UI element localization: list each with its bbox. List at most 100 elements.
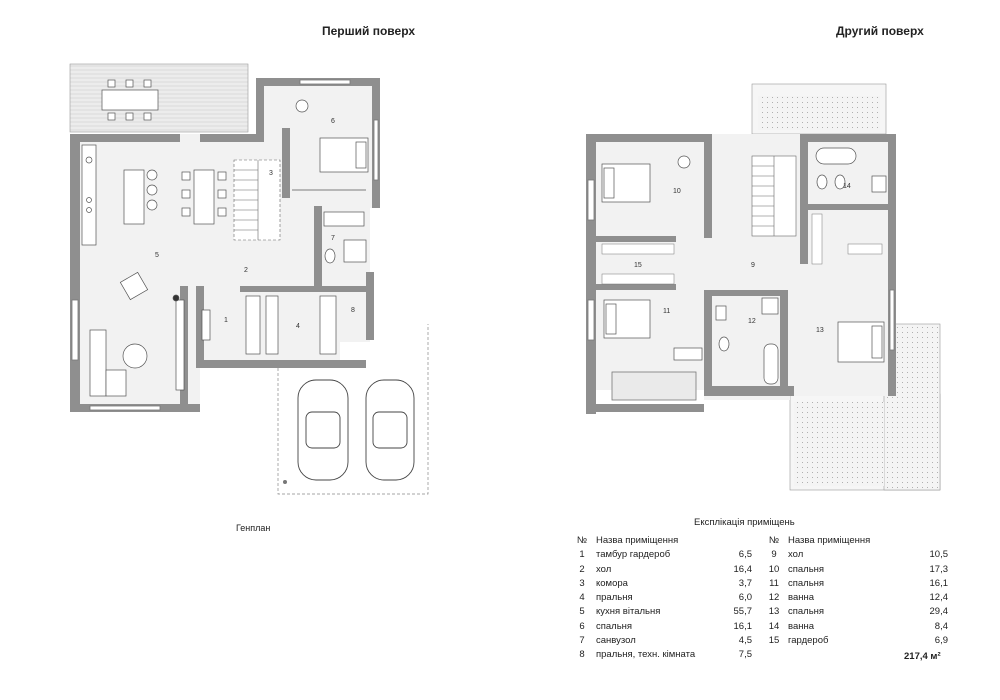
bathroom-fixtures-first xyxy=(323,211,367,264)
second-floor-area xyxy=(586,134,896,400)
room-number: 15 xyxy=(768,635,780,647)
room-name: ванна xyxy=(788,620,814,632)
room-label-12: 12 xyxy=(748,318,756,325)
room-number: 10 xyxy=(768,563,780,575)
header-name: Назва приміщення xyxy=(788,535,871,546)
room-name: ванна xyxy=(788,592,814,604)
room-area: 55,7 xyxy=(733,606,753,618)
room-area: 16,4 xyxy=(733,563,753,575)
room-label-2: 2 xyxy=(244,267,248,274)
windows-first-floor xyxy=(71,79,379,411)
table-row: 15 гардероб 6,9 xyxy=(764,634,948,648)
room-area: 3,7 xyxy=(738,577,752,589)
room-name: спальня xyxy=(596,620,633,632)
room-number: 11 xyxy=(769,577,779,589)
room-name: пральня xyxy=(596,592,633,604)
first-floor-title: Перший поверх xyxy=(322,24,416,38)
walls-second-floor xyxy=(586,134,896,414)
room-number: 5 xyxy=(579,606,585,618)
room-name: спальня xyxy=(788,577,825,589)
room-label-15: 15 xyxy=(634,262,642,269)
room-area: 29,4 xyxy=(929,606,949,618)
bedroom-10-furniture xyxy=(601,155,691,203)
carport-outline xyxy=(277,324,429,495)
room-label-3: 3 xyxy=(269,170,273,177)
explication-header: № Назва приміщення xyxy=(764,534,948,548)
room-label-13: 13 xyxy=(816,327,824,334)
closets-first xyxy=(201,295,337,355)
table-row: 12 ванна 12,4 xyxy=(764,591,948,605)
room-area: 8,4 xyxy=(934,620,948,632)
room-label-4: 4 xyxy=(296,323,300,330)
room-area: 10,5 xyxy=(929,549,949,561)
room-area: 17,3 xyxy=(929,563,949,575)
header-name: Назва приміщення xyxy=(596,535,679,546)
table-row: 13 спальня 29,4 xyxy=(764,605,948,619)
first-floor-area xyxy=(70,78,380,412)
bathroom-14-fixtures xyxy=(815,147,887,193)
room-area: 12,4 xyxy=(929,592,949,604)
header-no: № xyxy=(576,535,588,546)
table-row: 7 санвузол 4,5 xyxy=(572,634,752,648)
room-name: спальня xyxy=(788,606,825,618)
bedroom-furniture-first xyxy=(292,99,369,191)
room-number: 3 xyxy=(579,577,585,589)
table-row: 6 спальня 16,1 xyxy=(572,620,752,634)
room-area: 4,5 xyxy=(738,635,752,647)
total-area: 217,4 м² xyxy=(904,651,941,662)
wardrobe-15 xyxy=(601,243,675,285)
room-name: санвузол xyxy=(596,635,636,647)
stairs-first-floor xyxy=(233,159,281,241)
room-area: 6,0 xyxy=(738,592,752,604)
room-name: кухня вітальня xyxy=(596,606,661,618)
room-label-11: 11 xyxy=(663,308,670,315)
room-area: 16,1 xyxy=(733,620,753,632)
room-name: пральня, техн. кімната xyxy=(596,649,696,661)
room-number: 6 xyxy=(579,620,585,632)
windows-second-floor xyxy=(587,179,895,401)
room-label-14: 14 xyxy=(843,183,851,190)
living-furniture xyxy=(89,271,185,397)
room-label-6: 6 xyxy=(331,118,335,125)
room-number: 7 xyxy=(579,635,585,647)
room-name: тамбур гардероб xyxy=(596,549,671,561)
explication-title: Експлікація приміщень xyxy=(694,517,795,528)
room-number: 8 xyxy=(579,649,585,661)
balcony-deck xyxy=(758,96,880,130)
explication-header: № Назва приміщення xyxy=(572,534,752,548)
room-label-8: 8 xyxy=(351,307,355,314)
room-number: 4 xyxy=(579,592,585,604)
room-area: 6,5 xyxy=(738,549,752,561)
room-number: 9 xyxy=(771,549,777,561)
second-floor-plan: 9 10 11 12 13 14 15 xyxy=(586,83,941,491)
room-number: 13 xyxy=(768,606,780,618)
room-name: комора xyxy=(596,577,628,589)
table-row: 5 кухня вітальня 55,7 xyxy=(572,605,752,619)
room-name: гардероб xyxy=(788,635,829,647)
room-number: 1 xyxy=(579,549,585,561)
floor-plans: 1 2 3 4 5 6 7 8 xyxy=(69,63,941,495)
bedroom-13-furniture xyxy=(837,321,885,363)
terrace xyxy=(69,63,249,133)
cars xyxy=(297,379,415,481)
table-row: 11 спальня 16,1 xyxy=(764,577,948,591)
bedroom-11-furniture xyxy=(603,299,703,361)
room-label-9: 9 xyxy=(751,262,755,269)
tree-mark xyxy=(283,480,287,484)
room-label-5: 5 xyxy=(155,252,159,259)
table-row: 4 пральня 6,0 xyxy=(572,591,752,605)
room-number: 12 xyxy=(768,592,780,604)
room-area: 16,1 xyxy=(929,577,949,589)
room-area: 6,9 xyxy=(934,635,948,647)
room-label-1: 1 xyxy=(224,317,228,324)
table-row: 1 тамбур гардероб 6,5 xyxy=(572,548,752,562)
